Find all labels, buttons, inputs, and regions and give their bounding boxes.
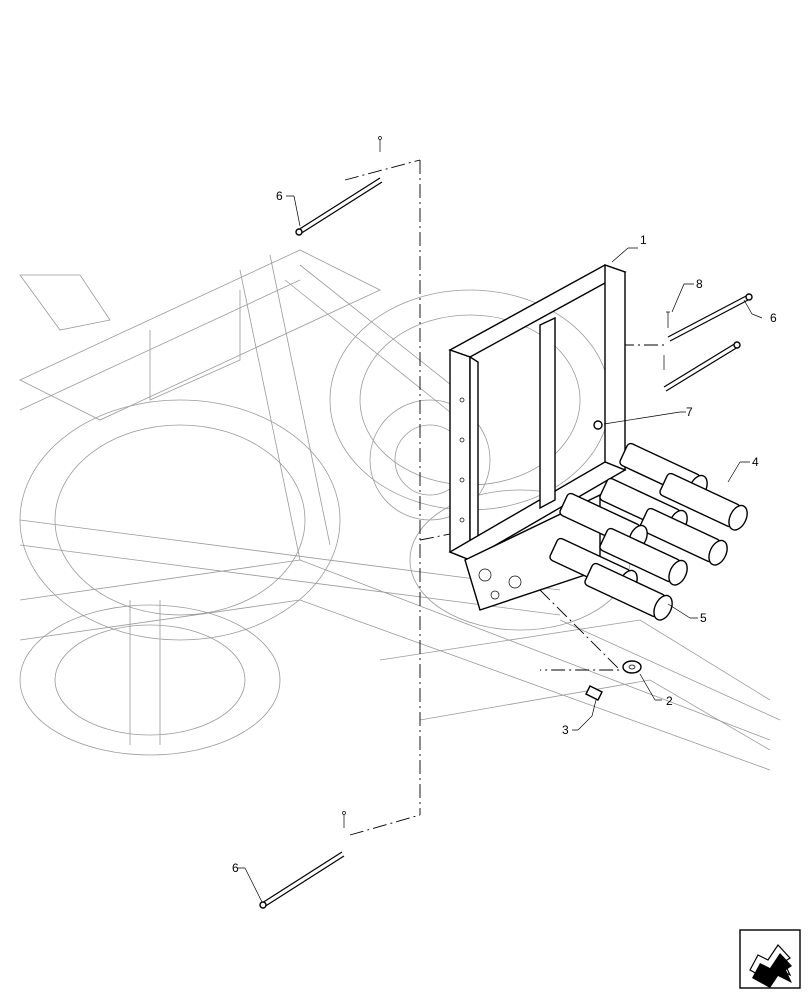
part-1-mounting-frame: [448, 264, 627, 611]
part-2-washer: [622, 660, 642, 674]
part-6-pin-top: [295, 136, 383, 236]
part-5-couplers-lower: [549, 492, 688, 621]
background-machine-frame: [19, 249, 781, 771]
part-6-pin-bottom: [259, 811, 346, 909]
alignment-lines: [344, 159, 668, 836]
callout-1: 1: [640, 233, 647, 247]
callout-6-right: 6: [770, 311, 777, 325]
page-arrow-icon[interactable]: [739, 929, 801, 989]
callout-2: 2: [666, 694, 673, 708]
callout-6-top: 6: [276, 189, 283, 203]
leader-lines: [238, 195, 763, 903]
callout-7: 7: [686, 405, 693, 419]
part-4-couplers-upper: [599, 442, 748, 566]
callout-6-bottom: 6: [232, 861, 239, 875]
callout-4: 4: [752, 455, 759, 469]
part-8-clip: [666, 311, 670, 328]
callout-5: 5: [700, 611, 707, 625]
callout-3: 3: [562, 723, 569, 737]
part-6-pin-right-upper: [667, 293, 753, 342]
part-6-pin-right-lower: [663, 341, 741, 392]
part-3-pin: [585, 685, 603, 701]
part-7-bolt: [593, 420, 603, 430]
callout-8: 8: [696, 277, 703, 291]
